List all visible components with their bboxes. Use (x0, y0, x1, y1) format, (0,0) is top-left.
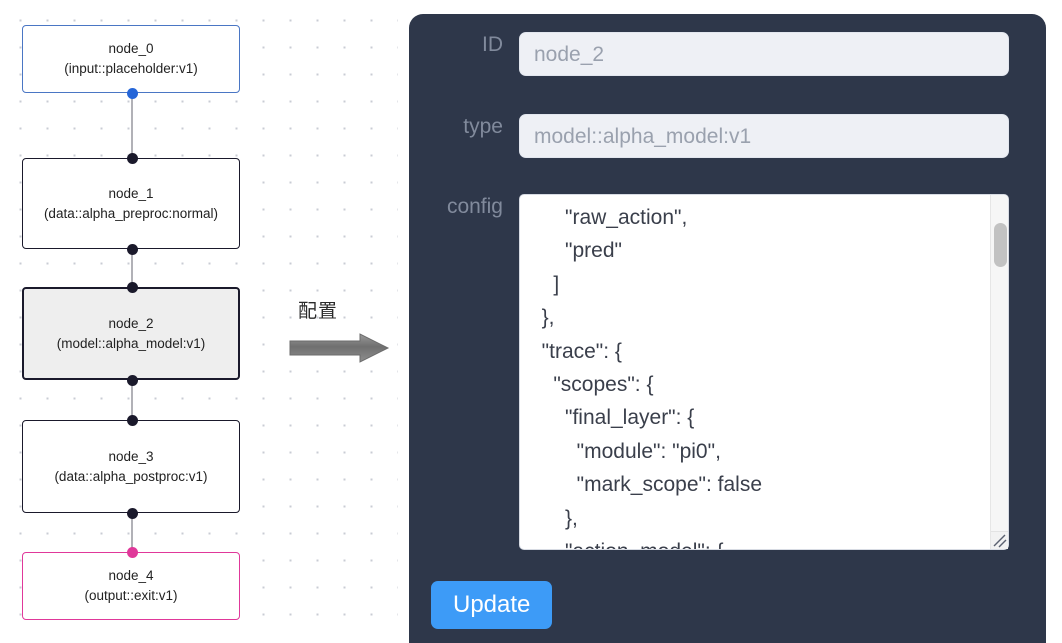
field-row-id: ID node_2 (409, 32, 1009, 76)
graph-node-label: node_3 (data::alpha_postproc:v1) (54, 448, 208, 484)
field-label-type: type (463, 115, 503, 138)
annotation-label: 配置 (298, 300, 339, 322)
graph-node-label: node_1 (data::alpha_preproc:normal) (43, 185, 219, 221)
field-label-id: ID (482, 33, 503, 56)
graph-node-node_1[interactable]: node_1 (data::alpha_preproc:normal) (22, 158, 240, 249)
graph-node-node_3[interactable]: node_3 (data::alpha_postproc:v1) (22, 420, 240, 513)
resize-handle-icon[interactable] (991, 531, 1008, 549)
node-inspector-panel: ID node_2 type model::alpha_model:v1 con… (409, 14, 1046, 643)
type-input[interactable]: model::alpha_model:v1 (519, 114, 1009, 158)
graph-node-node_2[interactable]: node_2 (model::alpha_model:v1) (22, 287, 240, 380)
field-row-type: type model::alpha_model:v1 (409, 114, 1009, 158)
graph-edge[interactable] (131, 513, 133, 552)
graph-edge[interactable] (131, 93, 133, 158)
graph-node-label: node_0 (input::placeholder:v1) (64, 41, 198, 76)
node-handle-source[interactable] (126, 87, 138, 99)
node-handle-target[interactable] (126, 281, 138, 293)
config-textarea-wrap: "raw_action", "pred" ] }, "trace": { "sc… (519, 194, 1009, 550)
right-arrow-icon (288, 332, 392, 369)
annotation-arrow-group: 配置 (288, 296, 392, 366)
node-handle-source[interactable] (126, 243, 138, 255)
graph-node-label: node_2 (model::alpha_model:v1) (56, 315, 206, 351)
config-scrollbar-thumb[interactable] (994, 223, 1007, 267)
node-handle-target[interactable] (126, 414, 138, 426)
graph-edge[interactable] (131, 249, 133, 287)
id-input[interactable]: node_2 (519, 32, 1009, 76)
config-textarea[interactable]: "raw_action", "pred" ] }, "trace": { "sc… (519, 194, 1009, 550)
graph-node-node_0[interactable]: node_0 (input::placeholder:v1) (22, 25, 240, 93)
field-row-config: config "raw_action", "pred" ] }, "trace"… (409, 194, 1009, 550)
graph-node-label: node_4 (output::exit:v1) (84, 568, 178, 603)
graph-edge[interactable] (131, 380, 133, 420)
field-label-config: config (446, 195, 503, 218)
node-handle-target[interactable] (126, 546, 138, 558)
config-scrollbar-track[interactable] (990, 195, 1008, 549)
graph-canvas[interactable]: node_0 (input::placeholder:v1)node_1 (da… (0, 0, 398, 643)
node-handle-source[interactable] (126, 507, 138, 519)
update-button[interactable]: Update (431, 581, 553, 629)
node-handle-target[interactable] (126, 152, 138, 164)
node-handle-source[interactable] (126, 374, 138, 386)
graph-node-node_4[interactable]: node_4 (output::exit:v1) (22, 552, 240, 620)
